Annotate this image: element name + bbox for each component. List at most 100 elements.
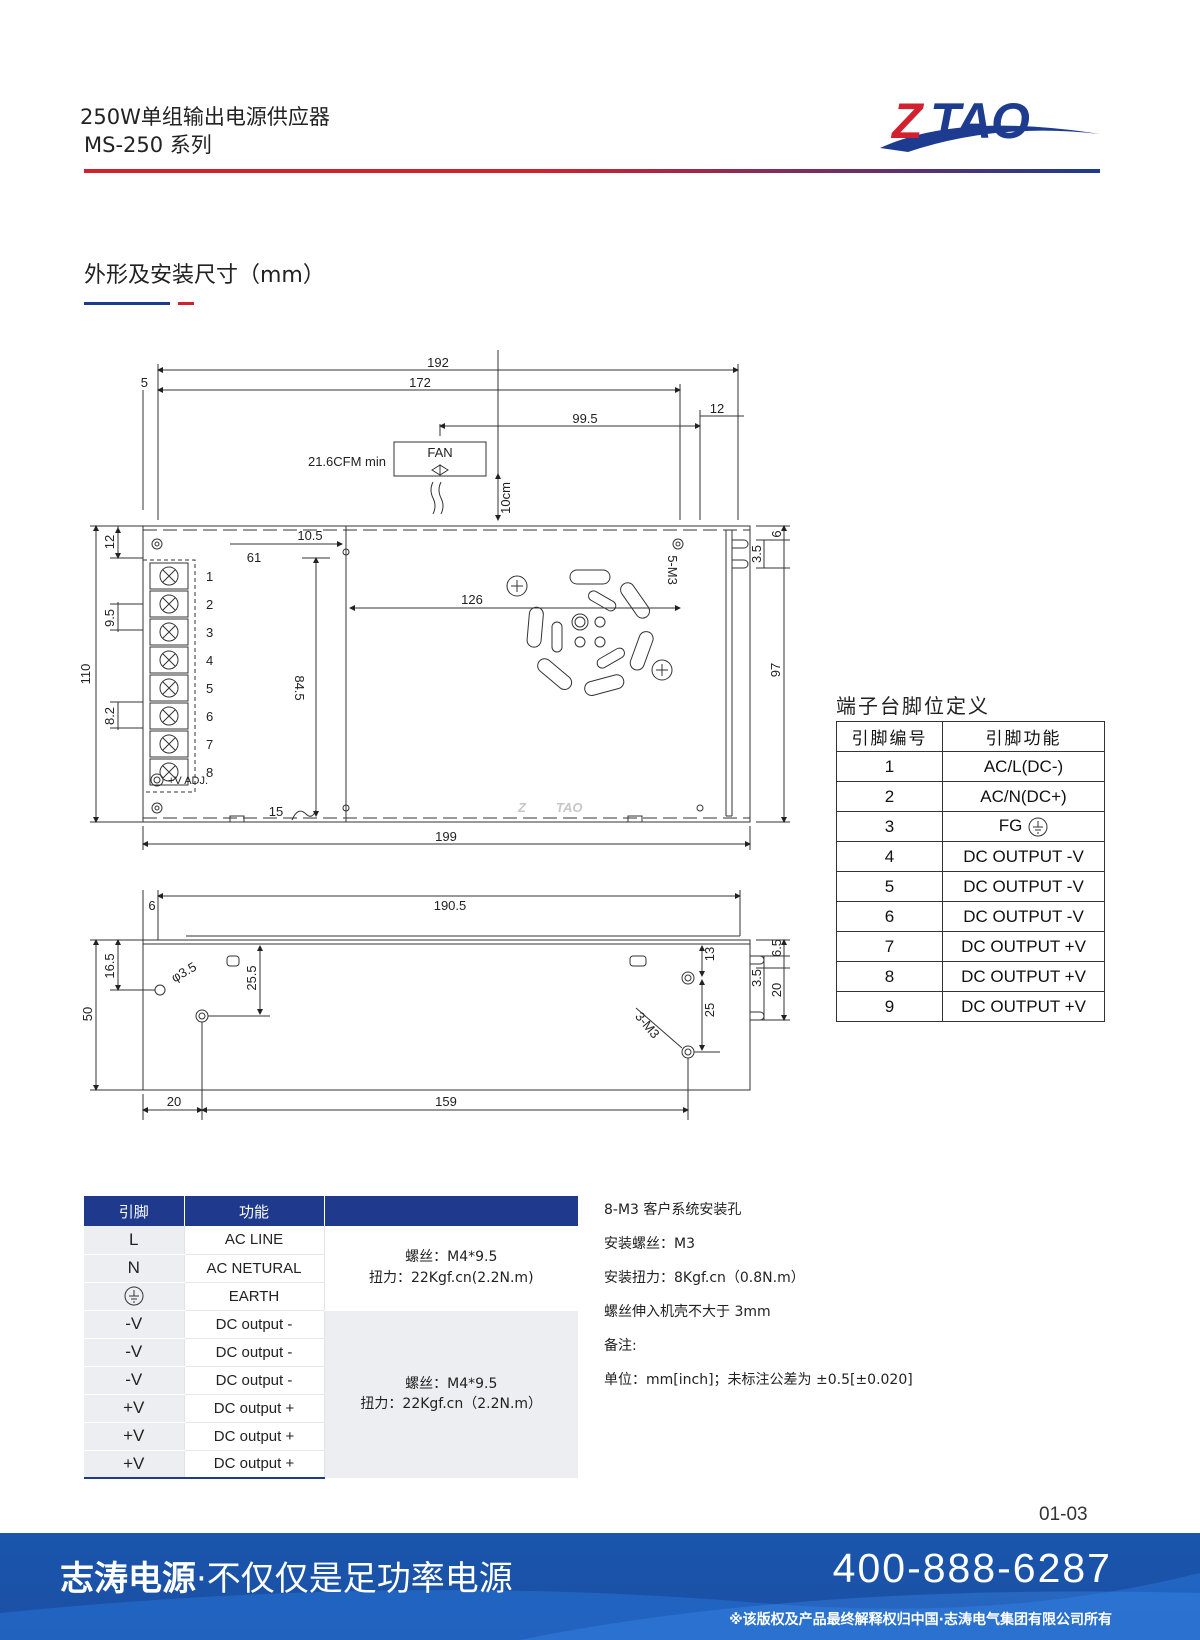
dim-right-6: 6 [769,530,784,537]
table-row: -V DC output - 螺丝：M4*9.5 扭力：22Kgf.cn（2.2… [84,1310,578,1479]
terminal-numbers: 1 2 3 4 5 6 7 8 [206,569,213,780]
terminal-number: 3 [206,625,213,640]
dim-25: 25 [702,1003,717,1017]
function-cell: AC NETURAL [183,1254,325,1283]
pin-function: DC OUTPUT +V [942,931,1105,962]
terminal-spec-table: 引脚 功能 L AC LINE 螺丝：M4*9.5 扭力：22Kgf.cn(2.… [84,1196,578,1479]
pin-number: 5 [836,871,943,902]
header-divider [84,169,1100,173]
table-header-row: 引脚 功能 [84,1196,578,1226]
dimension-drawing: Z TAO 192 5 172 99.5 12 FAN 21.6CFM min … [80,350,790,1120]
table-row: +V DC output + [84,1394,578,1423]
pin-number: 4 [836,841,943,872]
note-item: 8-M3 客户系统安装孔 [604,1202,742,1218]
dim-8-2: 8.2 [102,707,117,725]
note-line: 螺丝：M4*9.5 [405,1375,498,1392]
table-row: EARTH [84,1282,578,1311]
note-line: 扭力：22Kgf.cn（2.2N.m） [360,1396,543,1412]
function-cell: AC LINE [183,1226,325,1255]
dim-172: 172 [409,375,431,390]
copyright-notice: ※该版权及产品最终解释权归中国·志涛电气集团有限公司所有 [729,1612,1112,1628]
title-line-2: MS-250 系列 [84,132,212,157]
dim-right-3-5: 3.5 [749,545,764,563]
column-header: 引脚功能 [942,721,1105,752]
terminal-number: 4 [206,653,213,668]
section-underline-blue [84,302,170,305]
table-row: +V DC output + [84,1422,578,1451]
dim-192: 192 [427,355,449,370]
fan-airflow: 21.6CFM min [308,454,386,469]
table-row: -V DC output - [84,1338,578,1367]
function-cell: EARTH [183,1282,325,1311]
installation-notes: 8-M3 客户系统安装孔 安装螺丝：M3 安装扭力：8Kgf.cn（0.8N.m… [604,1198,1144,1402]
dim-10-5: 10.5 [297,528,322,543]
dim-side-6: 6 [148,898,155,913]
pin-cell: +V [84,1450,184,1479]
pin-function: AC/N(DC+) [942,781,1105,812]
pin-function: DC OUTPUT +V [942,991,1105,1022]
table-row: L AC LINE 螺丝：M4*9.5 扭力：22Kgf.cn(2.2N.m) [84,1226,578,1311]
note-item: 单位：mm[inch]；未标注公差为 ±0.5[±0.020] [604,1372,913,1388]
slogan-text: ·不仅仅是足功率电源 [196,1559,513,1599]
hotline-number: 400-888-6287 [832,1545,1112,1591]
pin-number: 8 [836,961,943,992]
table-row: -V DC output - [84,1366,578,1395]
note-line: 螺丝：M4*9.5 [405,1249,498,1266]
function-cell: DC output + [183,1394,325,1423]
terminal-number: 7 [206,737,213,752]
dim-12: 12 [710,401,724,416]
pin-function: FG [942,811,1105,842]
pin-function: DC OUTPUT +V [942,961,1105,992]
note-line: 扭力：22Kgf.cn(2.2N.m) [368,1269,534,1286]
column-header-blank [324,1196,578,1226]
title-line-1: 250W单组输出电源供应器 [80,105,330,129]
dim-190-5: 190.5 [434,898,467,913]
ground-icon [124,1286,144,1306]
dim-13: 13 [702,947,717,961]
ztao-logo: Z TAO [880,94,1100,152]
terminal-number: 6 [206,709,213,724]
document-title: 250W单组输出电源供应器 MS-250 系列 [80,104,330,159]
vadj-label: +V ADJ. [168,775,208,787]
table-row: +V DC output + [84,1450,578,1479]
function-cell: DC output - [183,1338,325,1367]
label-5-m3: 5-M3 [665,555,680,585]
dim-84-5: 84.5 [292,675,307,700]
pin-cell: +V [84,1394,184,1423]
note-item: 螺丝伸入机壳不大于 3mm [604,1304,771,1320]
note-item: 备注: [604,1338,637,1354]
section-title: 外形及安装尺寸（mm） [84,263,325,288]
dim-199: 199 [435,829,457,844]
pin-function: DC OUTPUT -V [942,841,1105,872]
svg-text:Z: Z [890,94,925,149]
function-cell: DC output + [183,1422,325,1451]
pin-function: DC OUTPUT -V [942,871,1105,902]
pin-function: AC/L(DC-) [942,751,1105,782]
footer-slogan: 志涛电源·不仅仅是足功率电源 [60,1551,513,1600]
pin-cell [84,1282,184,1311]
dim-side-20: 20 [769,983,784,997]
pin-cell: N [84,1254,184,1283]
pin-number: 3 [836,811,943,842]
dim-phi-3-5: φ3.5 [169,959,199,985]
dim-pitch: 9.5 [102,609,117,627]
column-header: 功能 [184,1196,325,1226]
pin-cell: +V [84,1422,184,1451]
dim-5: 5 [141,375,148,390]
output-screw-note: 螺丝：M4*9.5 扭力：22Kgf.cn（2.2N.m） [324,1310,578,1479]
pin-cell: L [84,1226,184,1255]
fan-clearance: 10cm [498,482,513,514]
dim-front-12: 12 [102,535,117,549]
dim-15: 15 [269,804,283,819]
svg-text:TAO: TAO [930,94,1030,149]
pin-number: 2 [836,781,943,812]
terminal-number: 5 [206,681,213,696]
